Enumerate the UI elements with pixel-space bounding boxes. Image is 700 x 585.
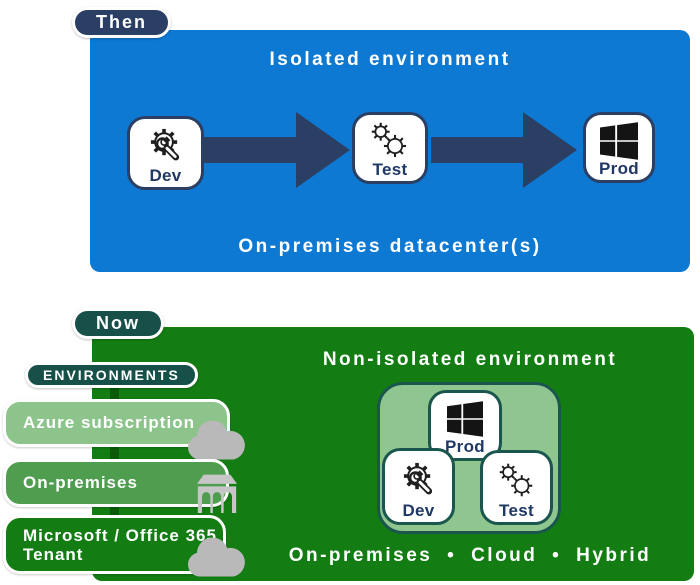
- azure-subscription-label: Azure subscription: [23, 413, 195, 432]
- now-badge-label: Now: [96, 313, 140, 333]
- gears-icon: [496, 462, 538, 500]
- deployment-modes-caption: On-premises • Cloud • Hybrid: [288, 545, 652, 566]
- flow-arrow-icon: [431, 112, 577, 188]
- on-premises-datacenter-caption: On-premises datacenter(s): [238, 236, 542, 257]
- cloud-icon: [183, 533, 247, 578]
- then-badge: Then: [72, 7, 171, 38]
- on-premises-label: On-premises: [23, 473, 138, 492]
- test-tile: Test: [352, 112, 428, 184]
- gears-icon: [368, 121, 412, 161]
- tenant-label-line1: Microsoft / Office 365: [23, 525, 217, 545]
- flow-arrow-icon: [204, 112, 350, 188]
- dev-tile: Dev: [127, 116, 204, 190]
- now-badge: Now: [72, 308, 164, 339]
- dev-tile: Dev: [382, 448, 455, 525]
- environments-header-label: ENVIRONMENTS: [43, 367, 180, 383]
- windows-icon: [446, 401, 484, 437]
- dev-tile-label: Dev: [402, 501, 435, 520]
- prod-tile-label: Prod: [599, 159, 639, 178]
- dev-tile-label: Dev: [149, 166, 182, 185]
- test-tile-label: Test: [372, 160, 408, 179]
- windows-icon: [599, 122, 639, 160]
- tenant-label: Microsoft / Office 365 Tenant: [23, 526, 217, 564]
- non-isolated-environment-title: Non-isolated environment: [322, 349, 618, 370]
- non-isolated-cluster: Prod Dev Test: [377, 382, 561, 534]
- then-badge-label: Then: [96, 12, 147, 32]
- gear-wrench-icon: [143, 125, 189, 167]
- test-tile-label: Test: [499, 501, 534, 520]
- environment-row-on-premises: On-premises: [3, 459, 229, 507]
- isolated-environment-title: Isolated environment: [269, 49, 511, 70]
- prod-tile: Prod: [583, 112, 655, 183]
- datacenter-icon: [191, 473, 243, 513]
- cloud-icon: [183, 416, 247, 461]
- environments-header-badge: ENVIRONMENTS: [25, 362, 198, 388]
- prod-tile-label: Prod: [445, 437, 485, 456]
- tenant-label-line2: Tenant: [23, 544, 84, 564]
- test-tile: Test: [480, 450, 553, 525]
- gear-wrench-icon: [397, 459, 441, 501]
